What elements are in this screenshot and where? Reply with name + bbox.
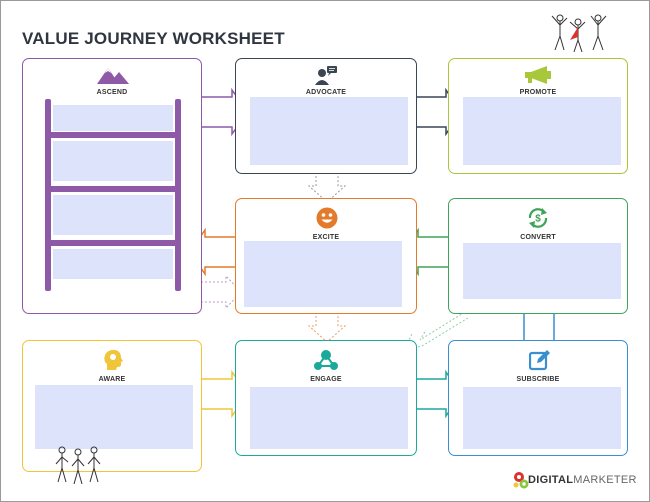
dollar-cycle-icon: $ <box>528 208 548 228</box>
stage-label-ascend: ASCEND <box>96 89 128 96</box>
celebrating-stick-figures-icon <box>551 14 607 53</box>
promote-write-box[interactable] <box>463 97 621 165</box>
ascend-write-box-1[interactable] <box>53 105 173 131</box>
worksheet-title: VALUE JOURNEY WORKSHEET <box>22 29 285 48</box>
megaphone-icon <box>525 66 551 84</box>
stage-aware: AWARE <box>22 340 202 472</box>
stage-label-engage: ENGAGE <box>310 376 342 383</box>
stage-advocate: ADVOCATE <box>235 58 417 174</box>
subscribe-write-box[interactable] <box>463 387 621 449</box>
stage-label-aware: AWARE <box>98 376 126 383</box>
smiley-face-icon <box>316 207 338 229</box>
gears-logo-icon <box>513 472 529 489</box>
stage-excite: EXCITE <box>235 198 417 314</box>
stage-convert: $ CONVERT <box>448 198 628 314</box>
head-lightbulb-icon <box>104 349 123 370</box>
ascend-write-box-3[interactable] <box>53 195 173 235</box>
brand-logo-text: DIGITALMARKETER <box>528 474 637 486</box>
stage-label-excite: EXCITE <box>312 234 340 241</box>
stage-label-subscribe: SUBSCRIBE <box>516 376 560 383</box>
stage-promote: PROMOTE <box>448 58 628 174</box>
aware-write-box[interactable] <box>35 385 193 449</box>
engage-write-box[interactable] <box>250 387 408 449</box>
stage-label-advocate: ADVOCATE <box>305 89 347 96</box>
stage-label-convert: CONVERT <box>520 234 556 241</box>
advocate-write-box[interactable] <box>250 97 408 165</box>
stage-engage: ENGAGE <box>235 340 417 456</box>
speaking-person-icon <box>315 66 337 85</box>
svg-text:$: $ <box>535 214 541 225</box>
ascend-write-box-4[interactable] <box>53 249 173 279</box>
dotted-arrow-excite-to-engage <box>307 312 347 343</box>
edit-pencil-icon <box>529 350 550 371</box>
brand-name-part2: MARKETER <box>573 474 637 486</box>
convert-write-box[interactable] <box>463 243 621 299</box>
walking-stick-figures-icon <box>55 446 101 485</box>
mountains-icon <box>97 68 129 84</box>
stage-ascend: ASCEND <box>22 58 202 314</box>
excite-write-box[interactable] <box>244 241 402 307</box>
stage-label-promote: PROMOTE <box>519 89 557 96</box>
stage-subscribe: SUBSCRIBE <box>448 340 628 456</box>
ascend-write-box-2[interactable] <box>53 141 173 181</box>
ladder-graphic <box>45 99 181 291</box>
brand-name-part1: DIGITAL <box>528 474 574 486</box>
network-icon <box>314 350 338 370</box>
